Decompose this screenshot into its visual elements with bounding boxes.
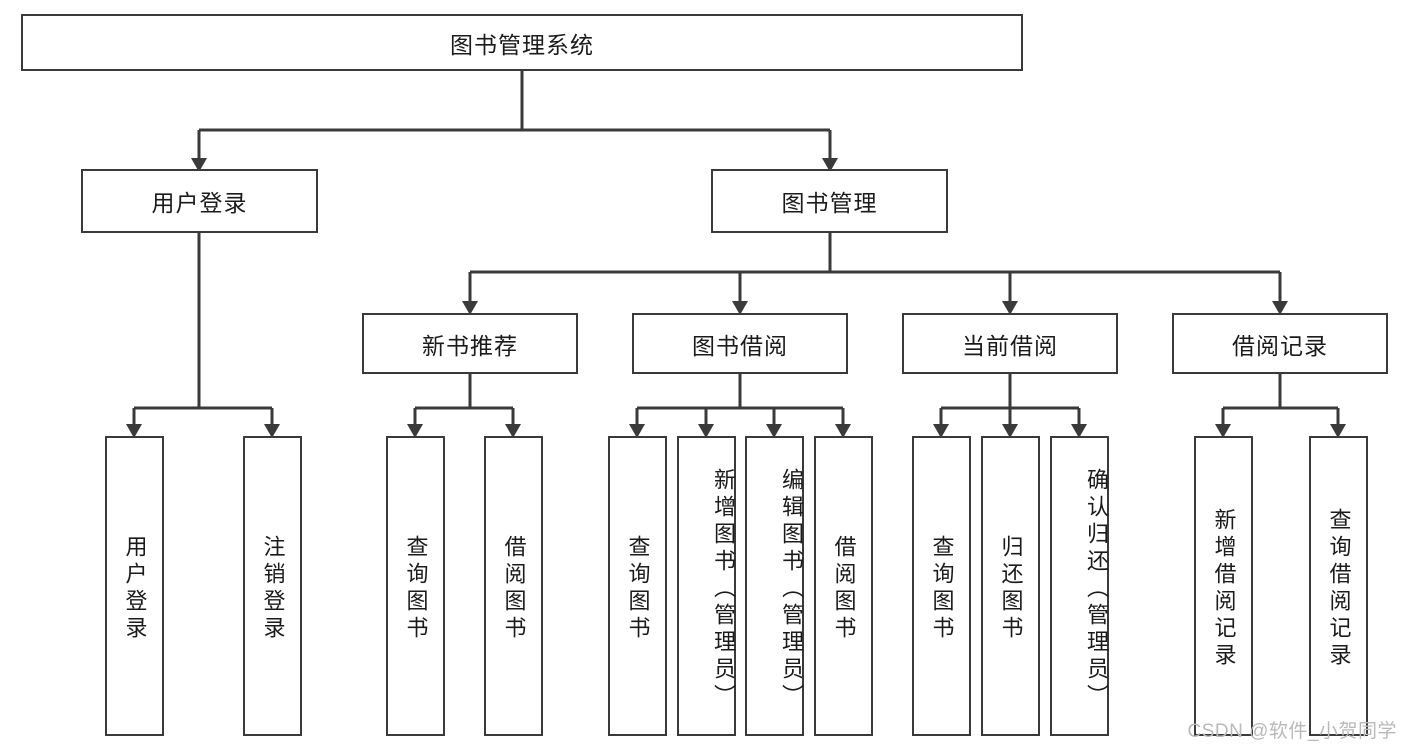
node-label: 注销登录: [260, 535, 286, 643]
node-label: 用户登录: [122, 535, 148, 643]
leaf-borrow-book-recommend[interactable]: 借阅图书: [484, 436, 543, 736]
csdn-watermark: CSDN @软件_小贺同学: [1187, 721, 1397, 742]
node-label: 图书借阅: [692, 332, 788, 359]
leaf-add-borrow-record[interactable]: 新增借阅记录: [1194, 436, 1253, 736]
node-book-management[interactable]: 图书管理: [711, 169, 948, 233]
node-label: 查询借阅记录: [1326, 508, 1352, 670]
leaf-query-book-current[interactable]: 查询图书: [912, 436, 971, 736]
node-new-book-recommend[interactable]: 新书推荐: [362, 313, 578, 374]
node-label: 查询图书: [403, 535, 429, 643]
leaf-query-book-recommend[interactable]: 查询图书: [386, 436, 445, 736]
node-label: 编辑图书（管理员）: [779, 467, 804, 711]
node-label: 当前借阅: [962, 332, 1058, 359]
leaf-query-book-borrow[interactable]: 查询图书: [608, 436, 667, 736]
leaf-query-borrow-record[interactable]: 查询借阅记录: [1309, 436, 1368, 736]
node-current-borrow[interactable]: 当前借阅: [902, 313, 1118, 374]
leaf-confirm-return-admin[interactable]: 确认归还（管理员）: [1050, 436, 1109, 736]
node-label: 新增借阅记录: [1211, 508, 1237, 670]
leaf-edit-book-admin[interactable]: 编辑图书（管理员）: [745, 436, 804, 736]
leaf-return-book[interactable]: 归还图书: [981, 436, 1040, 736]
node-borrow-record[interactable]: 借阅记录: [1172, 313, 1388, 374]
node-book-management-system[interactable]: 图书管理系统: [21, 14, 1023, 71]
node-label: 确认归还（管理员）: [1084, 467, 1109, 711]
node-label: 借阅图书: [831, 535, 857, 643]
node-label: 图书管理系统: [450, 31, 594, 58]
node-label: 用户登录: [151, 190, 248, 216]
node-user-login[interactable]: 用户登录: [81, 169, 318, 233]
node-label: 借阅图书: [501, 535, 527, 643]
node-label: 图书管理: [781, 190, 878, 216]
node-label: 新增图书（管理员）: [711, 467, 736, 711]
node-label: 借阅记录: [1232, 332, 1328, 359]
leaf-logout-login[interactable]: 注销登录: [243, 436, 302, 736]
leaf-add-book-admin[interactable]: 新增图书（管理员）: [677, 436, 736, 736]
node-label: 归还图书: [998, 535, 1024, 643]
leaf-user-login[interactable]: 用户登录: [105, 436, 164, 736]
leaf-borrow-book-borrow[interactable]: 借阅图书: [814, 436, 873, 736]
node-book-borrow[interactable]: 图书借阅: [632, 313, 848, 374]
node-label: 新书推荐: [422, 332, 518, 359]
node-label: 查询图书: [929, 535, 955, 643]
node-label: 查询图书: [625, 535, 651, 643]
